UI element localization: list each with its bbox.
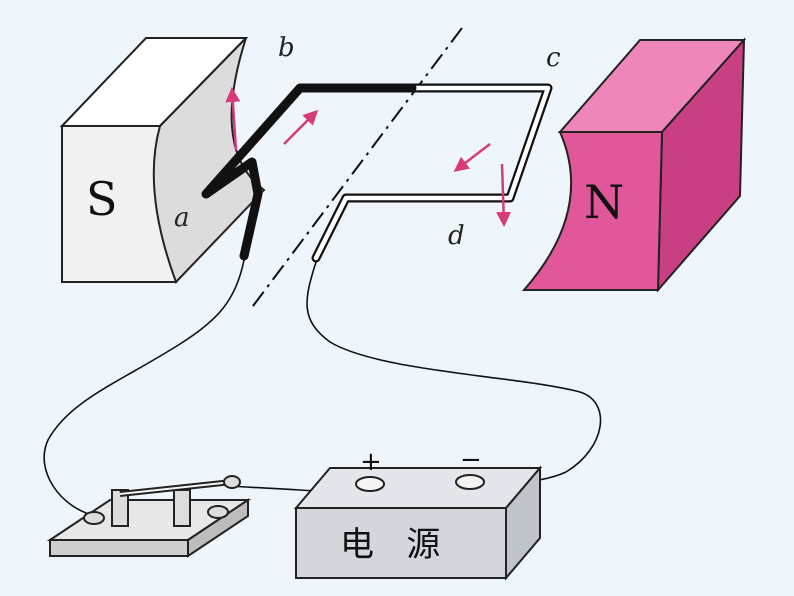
south-pole-label: S [86,172,118,226]
force-arrow-down [496,163,512,227]
negative-sign: − [460,445,482,475]
coil-label-b: b [278,33,295,63]
coil-white-half [311,83,553,263]
switch-terminal-right [207,505,229,519]
north-magnet-front [521,131,664,291]
coil-white-half-inner [313,85,551,261]
switch-post-left [111,489,129,527]
north-pole-label: N [584,175,624,229]
switch-terminal-left [83,511,105,525]
wire-left [43,259,245,517]
coil-label-d: d [448,221,465,251]
switch-base-front [49,539,189,557]
positive-sign: + [360,447,382,477]
north-magnet: N [521,37,747,293]
current-arrow-cd [453,143,491,172]
battery-top [293,467,543,509]
coil-black-half [201,83,417,261]
battery-terminal-positive [355,476,385,492]
switch-post-right [173,489,191,527]
wire-right [306,261,602,484]
switch-handle-knob[interactable] [223,475,241,489]
battery-terminal-negative [455,474,485,490]
force-arrow-up [225,87,241,151]
rotation-axis [249,27,463,311]
power-supply: + − 电 源 [293,445,543,581]
coil-label-a: a [174,203,190,233]
current-arrow-ab [283,109,319,145]
coil-label-c: c [546,43,561,73]
knife-switch[interactable] [46,475,252,558]
switch-blade-highlight [119,481,233,495]
power-supply-label: 电 源 [340,525,440,565]
battery-side [505,465,541,581]
south-magnet: S [59,37,266,284]
